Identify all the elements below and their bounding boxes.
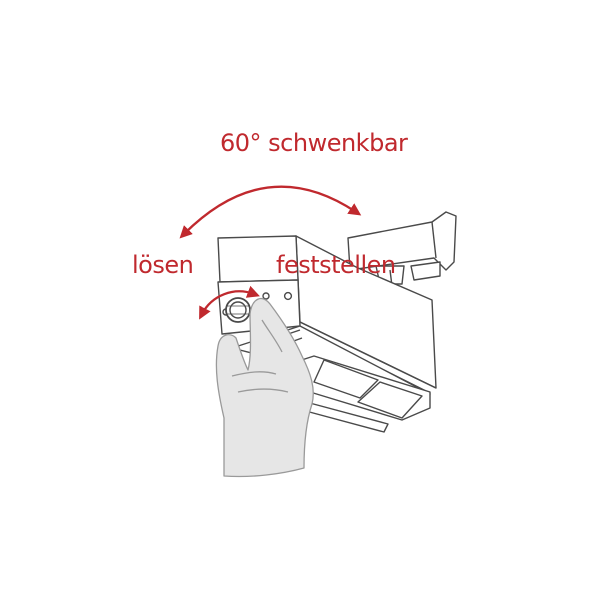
rotation-arrow-icon (199, 285, 260, 320)
track-adapter (347, 211, 457, 287)
lock-label: feststellen (276, 251, 396, 279)
locking-knob (225, 297, 251, 323)
swivel-label: 60° schwenkbar (220, 129, 408, 157)
swivel-arrow-icon (179, 185, 362, 239)
loosen-label: lösen (132, 251, 194, 279)
